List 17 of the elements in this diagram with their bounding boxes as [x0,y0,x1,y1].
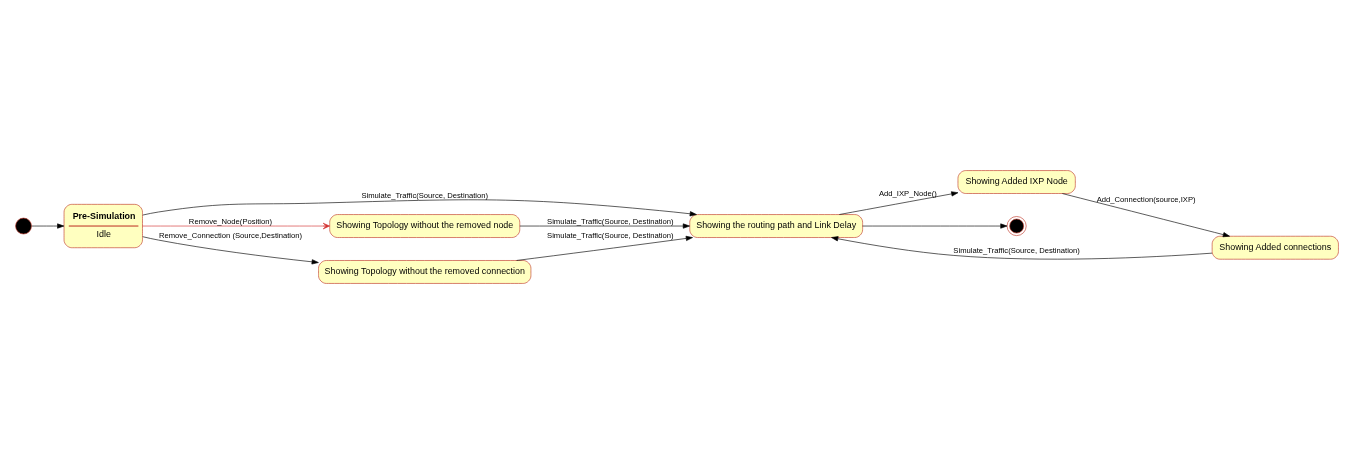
arrow [862,223,1008,229]
node-box: Pre-Simulation Idle [63,204,143,249]
arrow [31,223,65,229]
arrow [142,199,697,217]
arrow [142,222,330,230]
arrow [519,223,690,229]
arrow [839,191,959,215]
node-circle [15,217,32,235]
arrow [516,235,693,261]
arrow [1062,193,1230,238]
node-box: Showing Added connections [1211,235,1339,260]
node-box: Showing the routing path and Link Delay [689,214,863,238]
node-box: Showing Topology without the removed connection [318,260,532,284]
node-box: Showing Added IXP Node [957,170,1076,194]
node-box: Showing Topology without the removed node [329,214,521,238]
arrow [142,236,319,265]
arrow [831,236,1213,260]
